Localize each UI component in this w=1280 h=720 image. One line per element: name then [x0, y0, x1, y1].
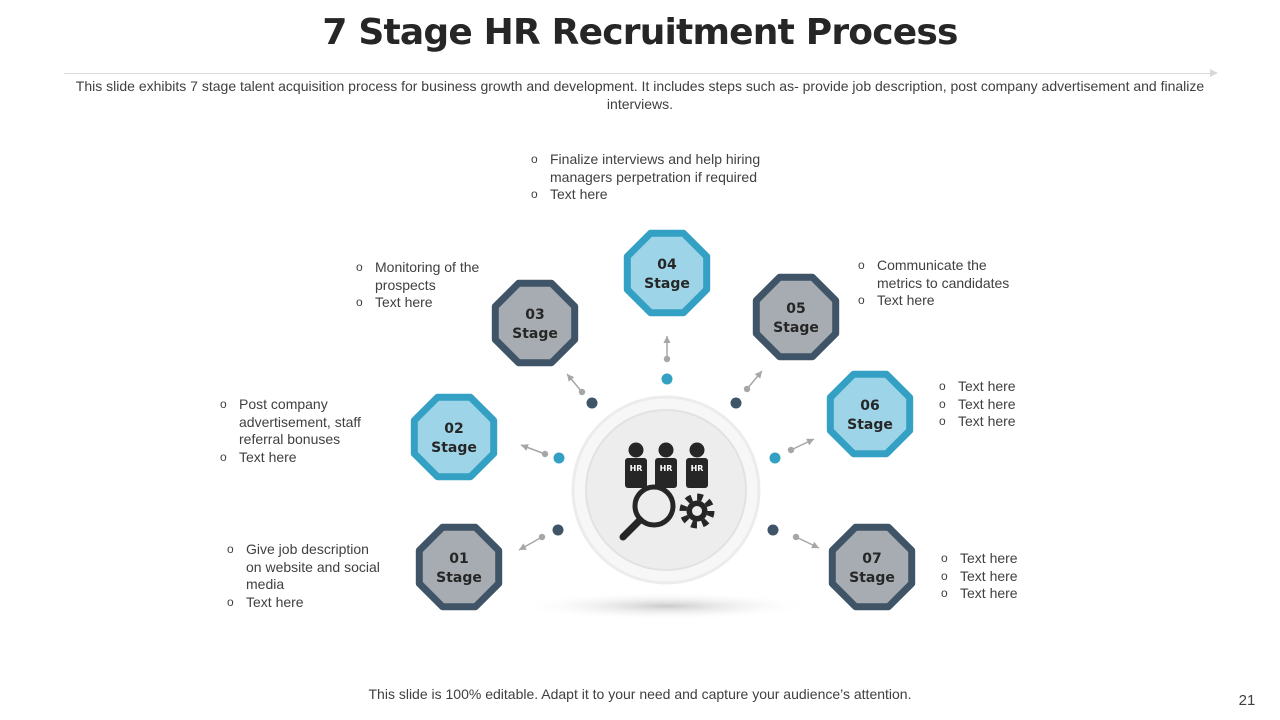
stage-note-item: Text here — [941, 550, 1051, 568]
stage-07-connector — [767, 524, 820, 549]
svg-text:HR: HR — [691, 464, 704, 473]
arrow-head-icon — [663, 336, 671, 343]
connector-dot — [553, 452, 565, 464]
connector-dot — [730, 397, 742, 409]
stage-01-notes: Give job description on website and soci… — [227, 541, 387, 611]
connector-dot — [661, 373, 673, 385]
stage-note-item: Text here — [531, 186, 791, 204]
connector-dot — [769, 452, 781, 464]
arrow-head-icon — [754, 371, 762, 379]
stage-note-item: Finalize interviews and help hiring mana… — [531, 151, 791, 186]
stage-02-connector — [520, 444, 565, 464]
stage-octagon — [623, 229, 711, 317]
stage-06-connector — [769, 438, 815, 464]
stage-note-item: Text here — [941, 568, 1051, 586]
slide-footer: This slide is 100% editable. Adapt it to… — [368, 686, 912, 702]
stage-06-notes: Text hereText hereText here — [939, 378, 1049, 431]
stage-note-item: Text here — [939, 413, 1049, 431]
stage-word: Stage — [773, 320, 819, 336]
stage-note-item: Monitoring of the prospects — [356, 259, 481, 294]
stage-02-notes: Post company advertisement, staff referr… — [220, 396, 380, 466]
title-divider-arrow-icon — [1210, 69, 1218, 77]
stage-connectors — [518, 336, 820, 551]
stage-octagon — [826, 370, 914, 458]
stage-note-item: Text here — [939, 378, 1049, 396]
svg-text:HR: HR — [660, 464, 673, 473]
arrow-head-icon — [567, 374, 575, 382]
stage-note-item: Give job description on website and soci… — [227, 541, 387, 594]
stage-note-item: Post company advertisement, staff referr… — [220, 396, 380, 449]
stage-word: Stage — [847, 417, 893, 433]
connector-dot — [552, 524, 564, 536]
magnifier-icon — [619, 484, 676, 541]
connector-dot — [767, 524, 779, 536]
stage-word: Stage — [849, 570, 895, 586]
stage-note-item: Text here — [858, 292, 1033, 310]
stage-badges: 01Stage02Stage03Stage04Stage05Stage06Sta… — [410, 229, 916, 611]
stage-note-item: Text here — [227, 594, 387, 612]
candidate-person-icon: HR — [625, 442, 647, 488]
stage-03-connector — [566, 373, 598, 409]
slide-title: 7 Stage HR Recruitment Process — [322, 12, 958, 53]
arrow-head-icon — [521, 444, 529, 451]
stage-01-connector — [518, 524, 564, 551]
stage-note-item: Text here — [939, 396, 1049, 414]
candidate-person-icon: HR — [655, 442, 677, 488]
arrow-head-icon — [806, 438, 814, 446]
hr-recruitment-icon: HR HR HR — [619, 442, 715, 541]
stage-word: Stage — [512, 326, 558, 342]
stage-number: 07 — [862, 551, 881, 567]
stage-03-notes: Monitoring of the prospectsText here — [356, 259, 481, 312]
stage-04-notes: Finalize interviews and help hiring mana… — [531, 151, 791, 204]
stage-note-item: Text here — [220, 449, 380, 467]
stage-number: 04 — [657, 257, 677, 273]
stage-word: Stage — [436, 570, 482, 586]
stage-word: Stage — [644, 276, 690, 292]
connector-dot — [586, 397, 598, 409]
svg-text:HR: HR — [630, 464, 643, 473]
stage-05-notes: Communicate the metrics to candidatesTex… — [858, 257, 1033, 310]
stage-number: 03 — [525, 307, 544, 323]
candidate-person-icon: HR — [686, 442, 708, 488]
arrow-head-icon — [519, 543, 527, 550]
stage-number: 02 — [444, 421, 463, 437]
stage-octagon — [828, 523, 916, 611]
stage-04-connector — [661, 336, 673, 385]
slide-subtitle: This slide exhibits 7 stage talent acqui… — [75, 78, 1205, 112]
stage-note-item: Text here — [941, 585, 1051, 603]
center-hub-shadow — [518, 592, 814, 620]
gear-icon — [679, 493, 715, 529]
stage-05-connector — [730, 370, 763, 409]
stage-word: Stage — [431, 440, 477, 456]
stage-octagon — [415, 523, 503, 611]
stage-octagon — [491, 279, 579, 367]
stage-octagon — [410, 393, 498, 481]
stage-07-notes: Text hereText hereText here — [941, 550, 1051, 603]
stage-number: 01 — [449, 551, 468, 567]
stage-number: 06 — [860, 398, 879, 414]
title-divider — [64, 73, 1212, 74]
arrow-head-icon — [811, 541, 819, 549]
stage-note-item: Communicate the metrics to candidates — [858, 257, 1033, 292]
stage-octagon — [752, 273, 840, 361]
page-number: 21 — [1238, 692, 1256, 709]
stage-number: 05 — [786, 301, 805, 317]
stage-note-item: Text here — [356, 294, 481, 312]
